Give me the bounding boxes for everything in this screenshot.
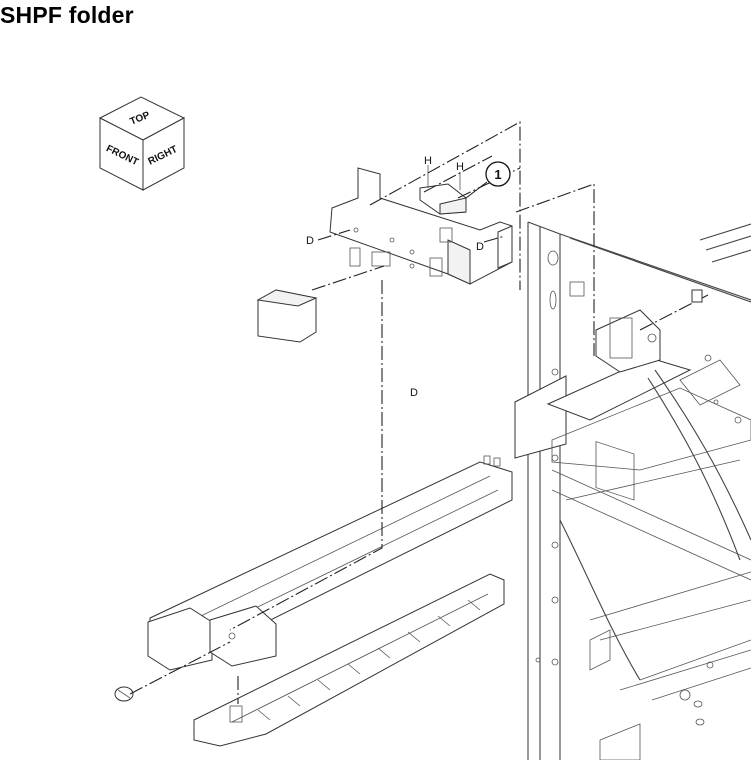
sensor-part-1 bbox=[419, 165, 467, 215]
label-d-left: D bbox=[306, 235, 314, 247]
connector-block bbox=[256, 289, 318, 343]
screw bbox=[114, 686, 134, 702]
orientation-cube: TOP FRONT RIGHT bbox=[98, 96, 186, 191]
assembly-lines bbox=[129, 121, 595, 704]
folder-cover-lower bbox=[193, 573, 505, 747]
folder-frame bbox=[527, 221, 751, 760]
folder-stay-upper bbox=[147, 455, 513, 671]
callout-1: 1 bbox=[465, 161, 511, 199]
label-h-right: H bbox=[456, 161, 464, 173]
label-d-center: D bbox=[410, 387, 418, 399]
label-h-left: H bbox=[424, 155, 432, 167]
paper-guide-assembly bbox=[514, 289, 751, 701]
label-d-right: D bbox=[476, 241, 484, 253]
callout-1-number: 1 bbox=[494, 167, 501, 182]
page-title: SHPF folder bbox=[0, 2, 134, 28]
